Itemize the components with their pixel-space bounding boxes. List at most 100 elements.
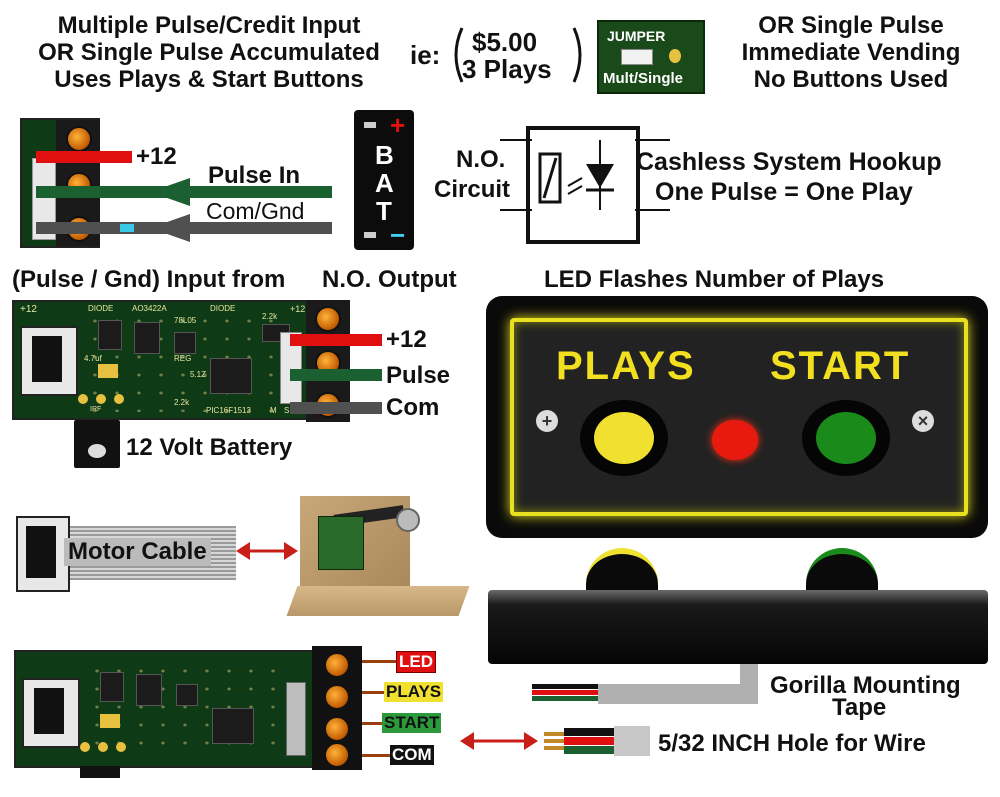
- board-label: 2.2k: [262, 312, 278, 321]
- tape-line-2: Tape: [832, 694, 887, 721]
- solder-pad: [96, 394, 106, 404]
- chip-78l05: [174, 332, 196, 354]
- label-com-middle: Com: [386, 394, 440, 421]
- battery-letter-a: A: [375, 168, 394, 198]
- label-12v-battery: 12 Volt Battery: [126, 434, 293, 461]
- cashless-subtitle: One Pulse = One Play: [655, 178, 913, 206]
- wire-com-middle: [290, 402, 382, 414]
- plays-button[interactable]: [580, 400, 668, 476]
- label-start: START: [382, 713, 442, 733]
- mount-screw-left-icon: +: [536, 410, 558, 432]
- panel-label-start: START: [770, 344, 911, 388]
- example-price: $5.00: [472, 27, 538, 57]
- label-plus12: +12: [136, 143, 177, 170]
- board-label: REG: [174, 354, 192, 363]
- chip-reg: [98, 320, 122, 350]
- wire-pulse-middle: [290, 369, 382, 381]
- button-panel: PLAYS START + ×: [486, 296, 988, 538]
- led-indicator: [712, 420, 758, 460]
- motor-connector: [16, 516, 70, 592]
- header-right-line-1: OR Single Pulse: [758, 12, 944, 39]
- chip-transistor: [134, 322, 160, 354]
- lead-led: [362, 660, 396, 663]
- terminal-screw: [66, 126, 92, 152]
- jumper-board: JUMPER Mult/Single: [597, 20, 705, 94]
- battery-letter-t: T: [376, 196, 392, 226]
- terminal-screw: [315, 306, 341, 332]
- ribbon-connector: [20, 326, 78, 396]
- example-plays: 3 Plays: [462, 54, 552, 84]
- header-pins: [286, 682, 306, 756]
- battery-minus: −: [390, 220, 406, 250]
- lead-start: [362, 722, 382, 725]
- header-left-text: Multiple Pulse/Credit Input OR Single Pu…: [14, 12, 404, 93]
- panel-side-view: [488, 590, 988, 664]
- lead-com: [362, 754, 390, 757]
- solder-pad: [114, 394, 124, 404]
- motor-photo: [286, 496, 470, 618]
- cashless-title: Cashless System Hookup: [636, 148, 942, 176]
- no-circuit-line-1: N.O.: [456, 146, 506, 173]
- gray-wire-horizontal: [598, 684, 758, 704]
- battery-transistor-body: [74, 420, 120, 468]
- wire-ends-top: [532, 684, 598, 702]
- label-led: LED: [396, 651, 436, 673]
- label-plays: PLAYS: [384, 682, 444, 702]
- transistor-tab-bottom: [80, 766, 120, 778]
- optocoupler-diagram: [500, 126, 670, 244]
- header-right-line-2: Immediate Vending: [741, 39, 961, 66]
- controller-board-middle: +12 DIODE AO3422A 78L05 DIODE 2.2k +12 4…: [12, 300, 332, 420]
- battery-plus: +: [390, 110, 406, 140]
- header-left-line-3: Uses Plays & Start Buttons: [54, 66, 364, 93]
- arrow-left-icon: [150, 214, 190, 242]
- start-button[interactable]: [802, 400, 890, 476]
- controller-board-bottom: [14, 650, 314, 768]
- board-label: DIODE: [88, 304, 114, 313]
- double-arrow-icon: [460, 732, 538, 750]
- battery-letter-b: B: [375, 140, 394, 170]
- wire-plus12-middle: [290, 334, 382, 346]
- label-plus12-middle: +12: [386, 326, 427, 353]
- start-button-cap: [816, 412, 876, 464]
- board-label: PIC16F1513: [206, 406, 251, 415]
- jumper-pin: [669, 49, 681, 63]
- motor-board: [318, 516, 364, 570]
- mount-screw-right-icon: ×: [912, 410, 934, 432]
- terminal-block-bottom: [312, 646, 362, 770]
- arrow-left-icon: [150, 178, 190, 206]
- jumper-sub: Mult/Single: [603, 70, 683, 87]
- board-label: AO3422A: [132, 304, 167, 313]
- label-com: COM: [390, 745, 434, 765]
- board-label: +12: [20, 304, 37, 315]
- label-com-gnd: Com/Gnd: [206, 198, 305, 224]
- lead-plays: [362, 691, 384, 694]
- board-label: S: [284, 406, 290, 415]
- panel-label-plays: PLAYS: [556, 344, 696, 388]
- board-label: 4.7uf: [84, 354, 102, 363]
- wire-plus12: [36, 151, 132, 163]
- jumper-title: JUMPER: [607, 28, 666, 44]
- tape-line-1: Gorilla Mounting: [770, 672, 961, 699]
- plays-button-side: [586, 548, 658, 596]
- price-example-brackets: [454, 27, 582, 83]
- board-label: DIODE: [210, 304, 236, 313]
- capacitor: [98, 364, 118, 378]
- board-label: 2.2k: [174, 398, 190, 407]
- label-pulse-middle: Pulse: [386, 362, 451, 389]
- solder-pad: [78, 394, 88, 404]
- header-left-line-2: OR Single Pulse Accumulated: [38, 39, 380, 66]
- motor-cable-label: Motor Cable: [64, 538, 211, 566]
- wire-stripe: [120, 224, 134, 232]
- board-label: 5.1Z: [190, 370, 207, 379]
- ie-label: ie:: [410, 40, 441, 70]
- input-title-left: (Pulse / Gnd) Input from: [12, 266, 286, 293]
- battery-graphic: + B A T −: [354, 110, 414, 250]
- label-hole: 5/32 INCH Hole for Wire: [658, 730, 926, 757]
- wire-bundle-bottom: [544, 726, 650, 756]
- header-right-line-3: No Buttons Used: [753, 66, 949, 93]
- ribbon-connector: [22, 678, 80, 748]
- double-arrow-icon: [236, 542, 298, 560]
- board-label: IRF: [90, 406, 102, 413]
- board-label: +12: [290, 304, 306, 314]
- board-label: 78L05: [174, 316, 197, 325]
